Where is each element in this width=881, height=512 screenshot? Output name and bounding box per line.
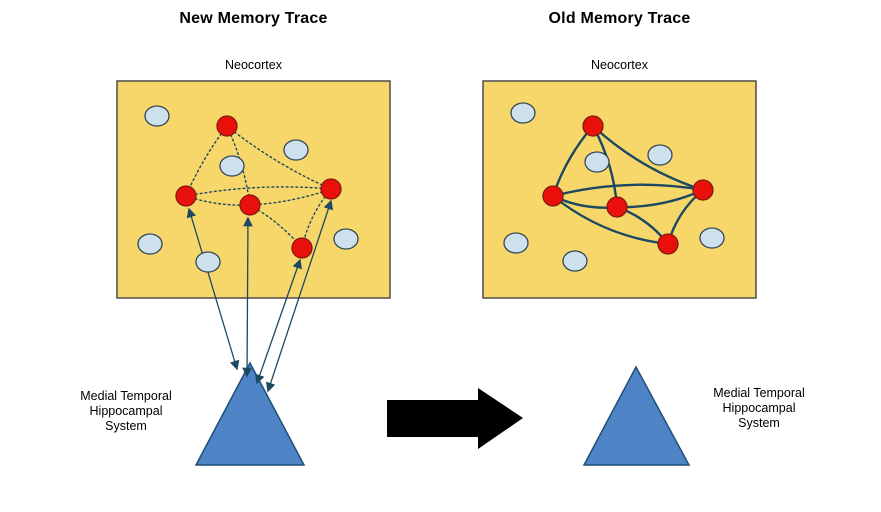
memory-trace-connection-solid: [591, 124, 705, 192]
active-neuron: [175, 185, 197, 207]
inactive-neuron: [195, 251, 221, 273]
active-neuron: [542, 185, 564, 207]
active-neuron: [606, 196, 628, 218]
memory-trace-connection-solid: [551, 183, 705, 198]
old-memory-trace-title: Old Memory Trace: [548, 10, 691, 27]
active-neuron: [216, 115, 238, 137]
active-neuron: [657, 233, 679, 255]
hippocampal-system-triangle-left: [194, 361, 306, 466]
inactive-neuron: [562, 250, 588, 272]
hippocampal-cortical-arrow: [186, 207, 240, 371]
hippocampal-system-triangle-right: [582, 365, 691, 466]
active-neuron: [320, 178, 342, 200]
medial-temporal-system-label-left: Medial Temporal Hippocampal System: [80, 389, 172, 433]
active-neuron: [582, 115, 604, 137]
inactive-neuron: [699, 227, 725, 249]
inactive-neuron: [333, 228, 359, 250]
active-neuron: [692, 179, 714, 201]
new-memory-trace-title: New Memory Trace: [179, 10, 328, 27]
inactive-neuron: [503, 232, 529, 254]
inactive-neuron: [219, 155, 245, 177]
neocortex-label-right: Neocortex: [591, 58, 648, 72]
inactive-neuron: [144, 105, 170, 127]
inactive-neuron: [647, 144, 673, 166]
hippocampal-cortical-arrow: [242, 216, 253, 378]
active-neuron: [239, 194, 261, 216]
inactive-neuron: [137, 233, 163, 255]
inactive-neuron: [510, 102, 536, 124]
hippocampal-cortical-arrow: [265, 199, 334, 393]
consolidation-transition-arrow: [387, 388, 523, 449]
neocortex-label-left: Neocortex: [225, 58, 282, 72]
medial-temporal-system-label-right: Medial Temporal Hippocampal System: [713, 386, 805, 430]
inactive-neuron: [584, 151, 610, 173]
inactive-neuron: [283, 139, 309, 161]
memory-trace-connection-solid: [551, 194, 670, 246]
memory-trace-connection-dotted: [185, 186, 332, 197]
active-neuron: [291, 237, 313, 259]
